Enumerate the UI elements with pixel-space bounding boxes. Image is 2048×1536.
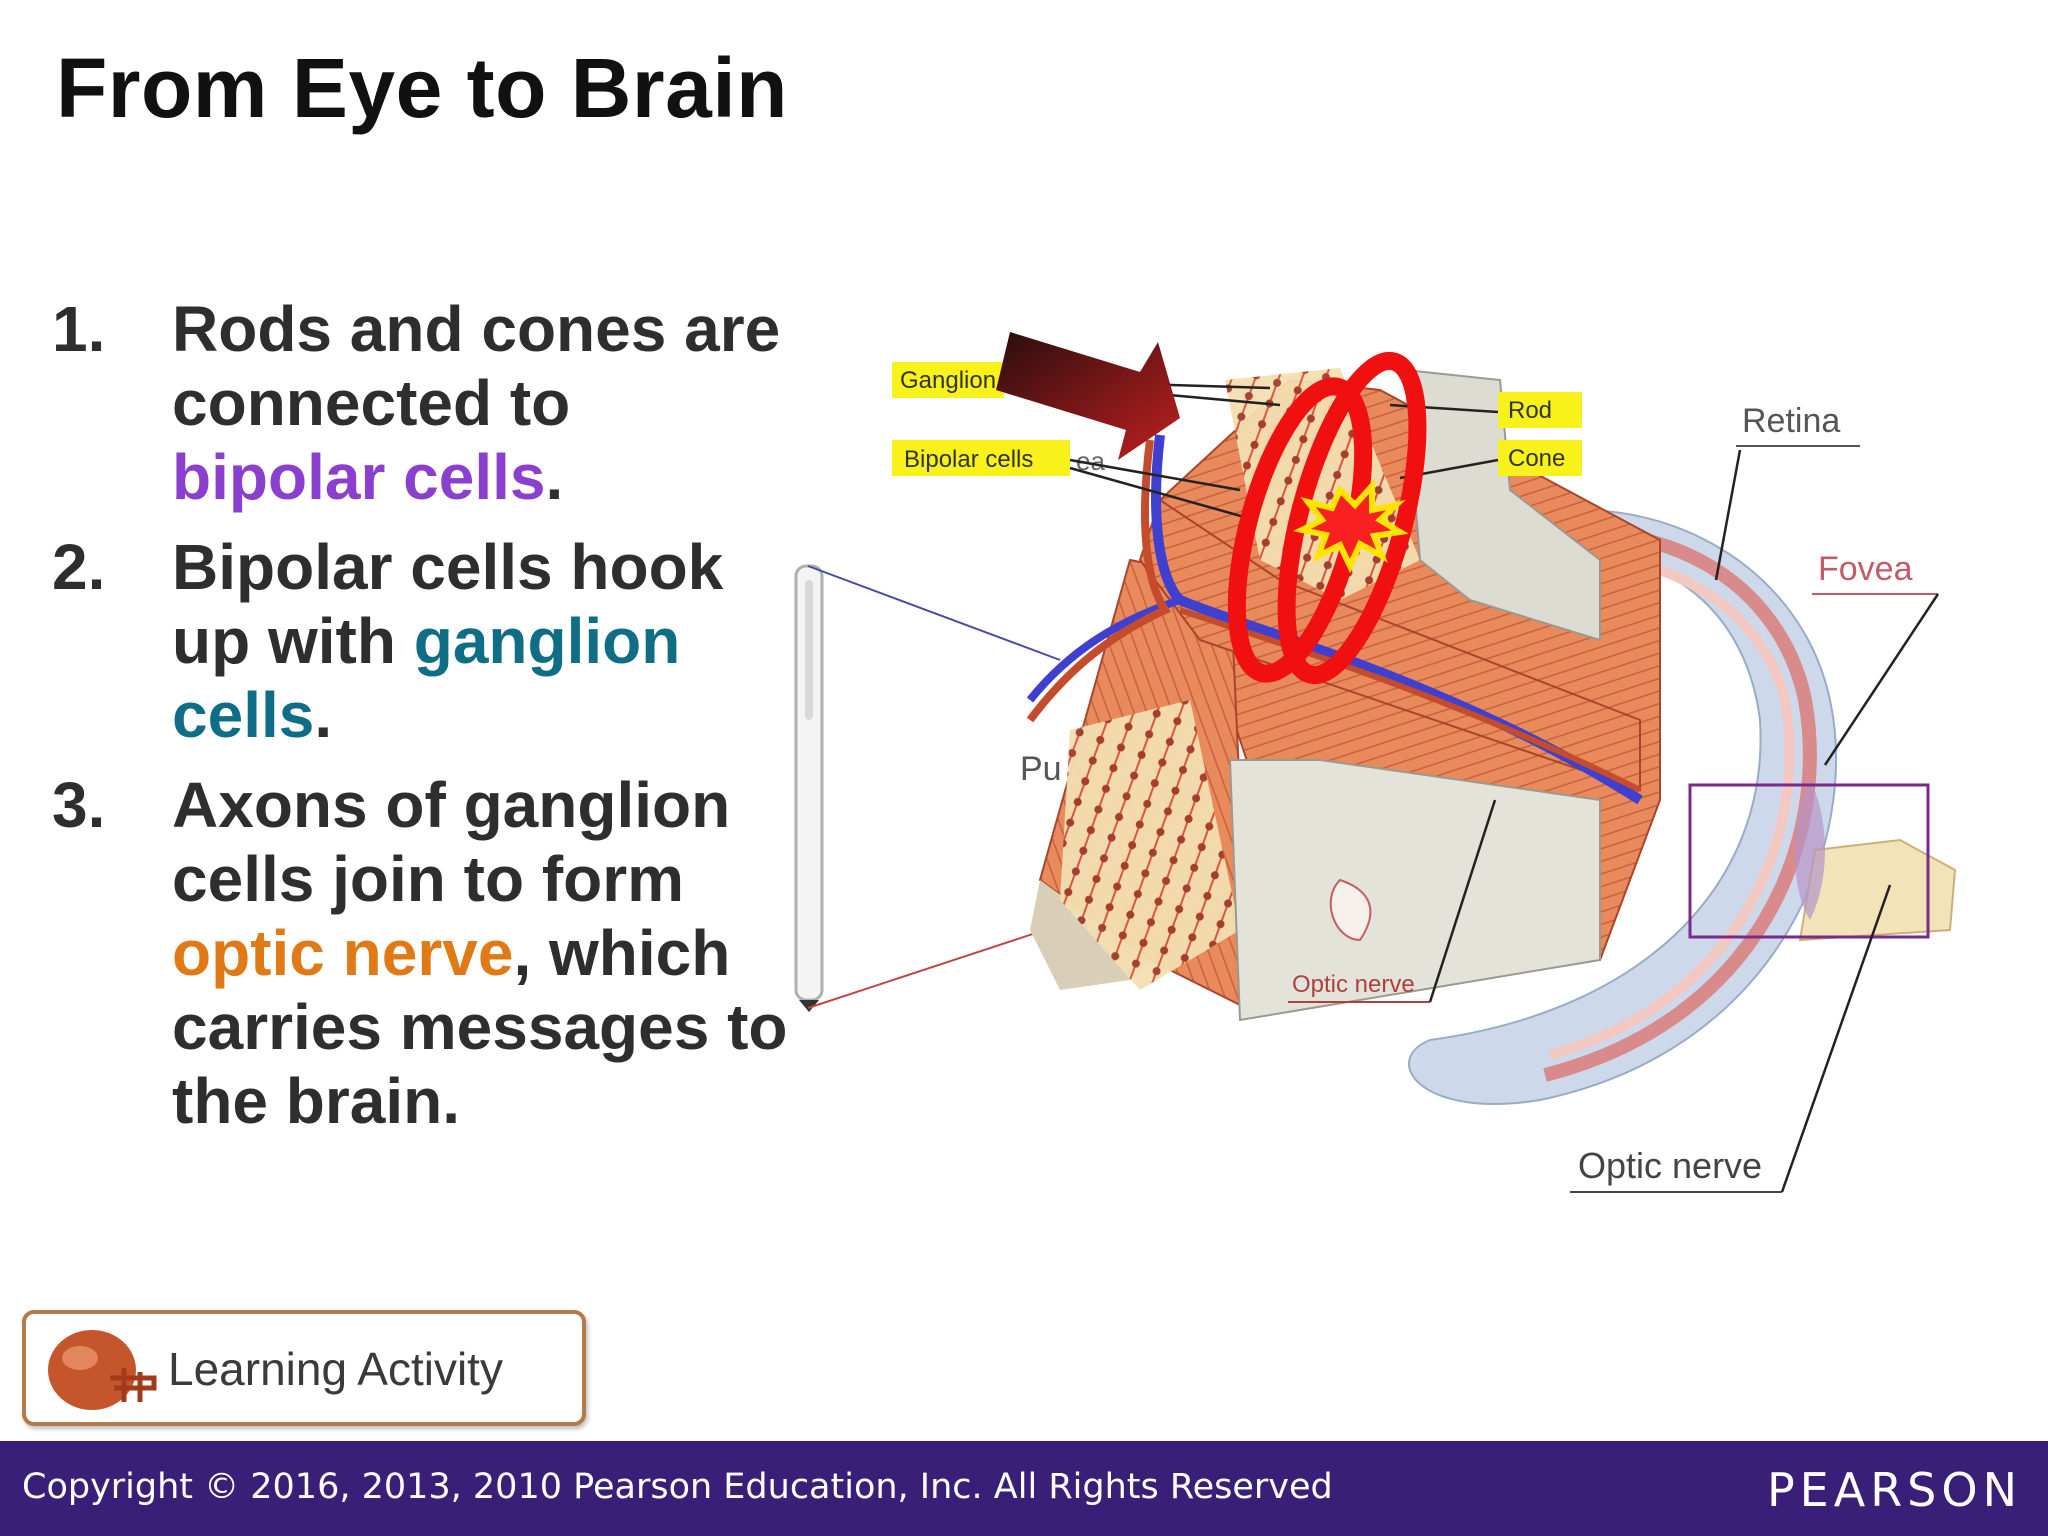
list-item-text: Rods and cones are connected to bipolar … bbox=[172, 293, 781, 513]
pointer-arrow-icon bbox=[996, 332, 1180, 460]
ganglion-label-box bbox=[892, 362, 1004, 398]
bullet-list: 1. Rods and cones are connected to bipol… bbox=[52, 292, 792, 1154]
fovea-label: Fovea bbox=[1818, 550, 1913, 588]
rod-label-box bbox=[1498, 392, 1582, 428]
burst-icon bbox=[1292, 478, 1409, 574]
learning-activity-label: Learning Activity bbox=[168, 1343, 503, 1395]
copyright-text: Copyright © 2016, 2013, 2010 Pearson Edu… bbox=[22, 1467, 1333, 1507]
ganglion-label: Ganglion bbox=[900, 367, 996, 394]
pearson-logo: PEARSON bbox=[1766, 1463, 2022, 1517]
learning-activity-badge[interactable]: Learning Activity bbox=[22, 1310, 586, 1426]
list-item: 2. Bipolar cells hook up with ganglion c… bbox=[52, 530, 792, 752]
optic-nerve-small-label: Optic nerve bbox=[1292, 971, 1415, 998]
optic-nerve-label: Optic nerve bbox=[1578, 1145, 1762, 1186]
list-item-number: 1. bbox=[52, 293, 106, 365]
fovea-highlight-box bbox=[1688, 783, 1930, 939]
list-item-text: Bipolar cells hook up with ganglion cell… bbox=[172, 531, 724, 751]
bipolar-label: Bipolar cells bbox=[904, 446, 1033, 473]
ganglion-cells-highlight: ganglion cells bbox=[172, 605, 681, 751]
list-item-text: Axons of ganglion cells join to form opt… bbox=[172, 769, 788, 1137]
pen-icon bbox=[794, 564, 824, 1012]
cone-label-box bbox=[1498, 440, 1582, 476]
retina-diagram: Ganglion Bipolar cells ea Rod Cone Retin… bbox=[794, 332, 1957, 1193]
callout-line-top bbox=[807, 565, 1061, 661]
list-item-number: 2. bbox=[52, 531, 106, 603]
list-item-number: 3. bbox=[52, 769, 106, 841]
bipolar-label-box bbox=[892, 440, 1070, 476]
optic-nerve-highlight: optic nerve bbox=[172, 917, 514, 989]
list-item: 1. Rods and cones are connected to bipol… bbox=[52, 292, 792, 514]
callout-line-bottom bbox=[807, 924, 1061, 1009]
rod-label: Rod bbox=[1508, 397, 1552, 424]
list-item: 3. Axons of ganglion cells join to form … bbox=[52, 768, 792, 1138]
cone-label: Cone bbox=[1508, 445, 1565, 472]
footer-bar: Copyright © 2016, 2013, 2010 Pearson Edu… bbox=[0, 1441, 2048, 1536]
retina-label: Retina bbox=[1742, 402, 1840, 440]
bipolar-cells-highlight: bipolar cells bbox=[172, 441, 546, 513]
slide-title: From Eye to Brain bbox=[56, 41, 788, 135]
football-helmet-icon bbox=[48, 1330, 157, 1410]
retina-layers bbox=[1026, 368, 1661, 1022]
pupil-fragment-label: Pu bbox=[1020, 750, 1062, 788]
